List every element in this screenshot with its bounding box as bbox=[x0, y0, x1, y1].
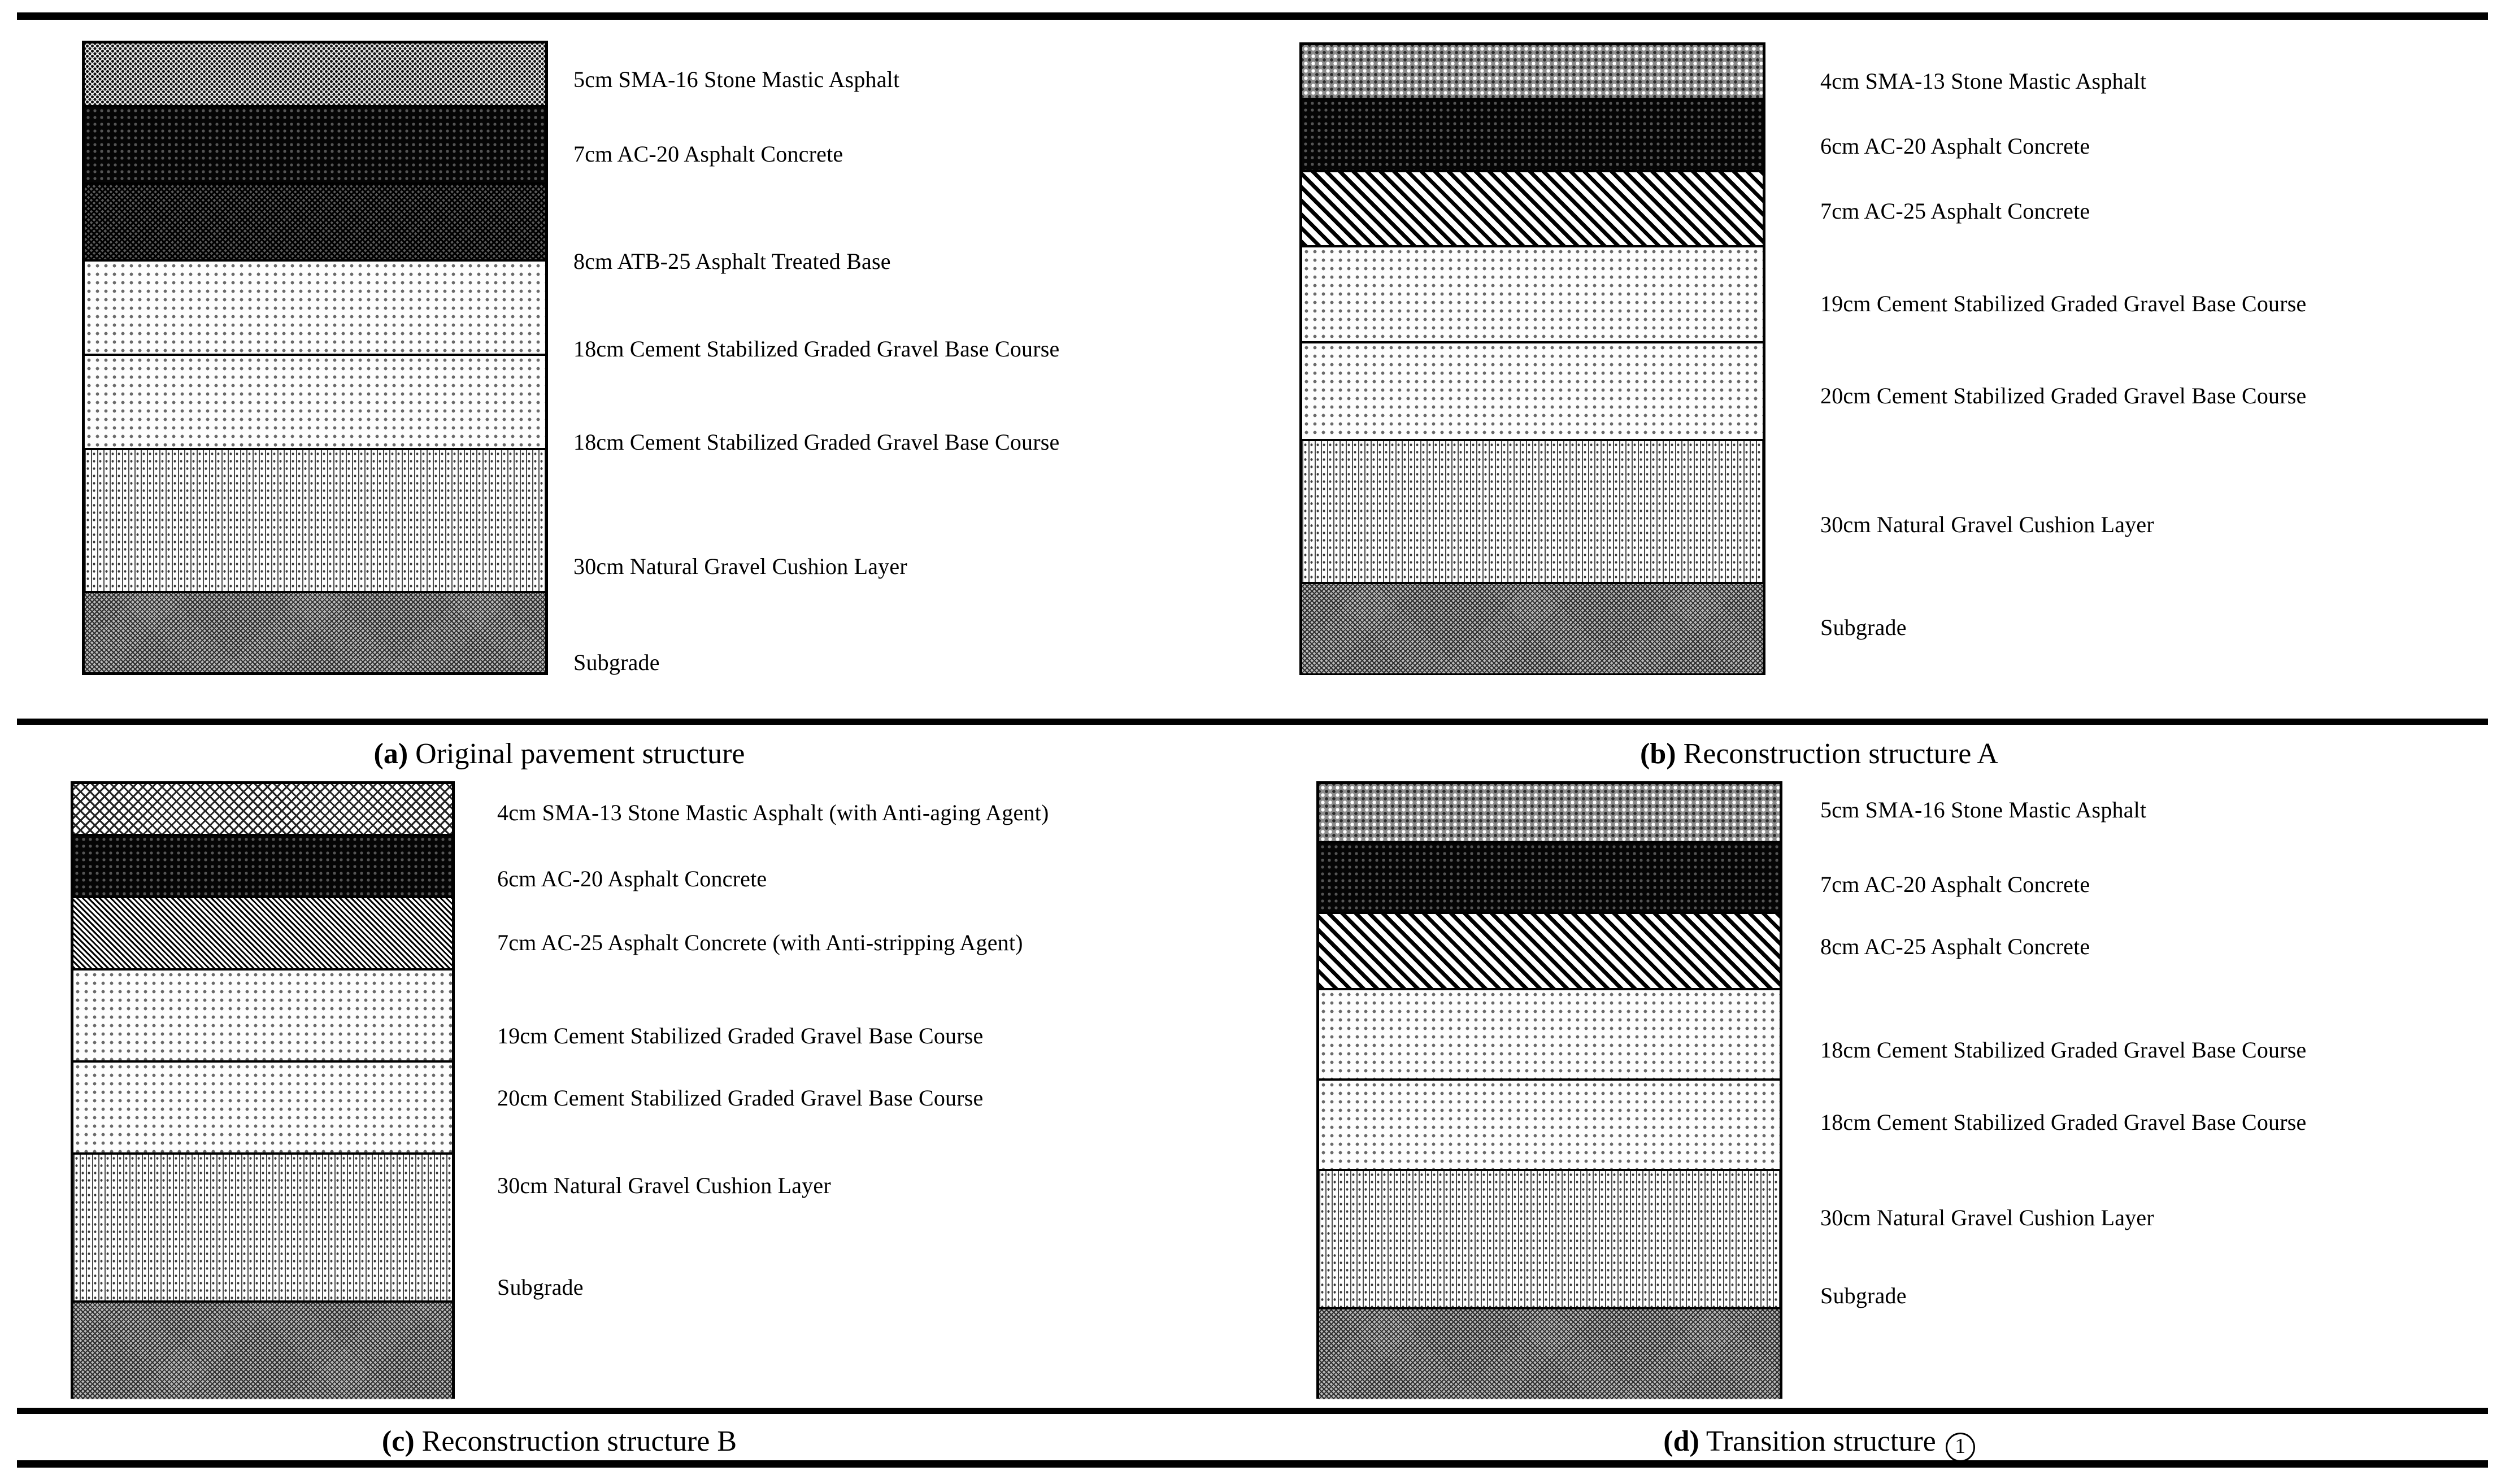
label-c-0: 4cm SMA-13 Stone Mastic Asphalt (with An… bbox=[497, 800, 1049, 825]
panel-a-stack bbox=[82, 41, 548, 675]
label-b-3: 19cm Cement Stabilized Graded Gravel Bas… bbox=[1820, 291, 2307, 316]
label-c-5: 30cm Natural Gravel Cushion Layer bbox=[497, 1173, 831, 1198]
layer-b-6 bbox=[1302, 584, 1763, 673]
label-b-6: Subgrade bbox=[1820, 615, 1907, 640]
layer-c-4 bbox=[73, 1063, 452, 1155]
layer-d-6 bbox=[1319, 1309, 1780, 1399]
label-c-6: Subgrade bbox=[497, 1274, 584, 1300]
layer-a-3 bbox=[85, 262, 545, 356]
layer-b-5 bbox=[1302, 441, 1763, 584]
label-d-5: 30cm Natural Gravel Cushion Layer bbox=[1820, 1205, 2154, 1230]
label-a-0: 5cm SMA-16 Stone Mastic Asphalt bbox=[573, 67, 900, 92]
caption-b: (b) Reconstruction structure A bbox=[1316, 737, 2322, 771]
label-d-0: 5cm SMA-16 Stone Mastic Asphalt bbox=[1820, 797, 2147, 822]
label-d-1: 7cm AC-20 Asphalt Concrete bbox=[1820, 872, 2090, 897]
layer-b-3 bbox=[1302, 247, 1763, 343]
layer-b-1 bbox=[1302, 100, 1763, 172]
label-a-2: 8cm ATB-25 Asphalt Treated Base bbox=[573, 249, 891, 274]
layer-b-4 bbox=[1302, 343, 1763, 441]
layer-c-2 bbox=[73, 898, 452, 971]
layer-b-0 bbox=[1302, 45, 1763, 100]
label-b-4: 20cm Cement Stabilized Graded Gravel Bas… bbox=[1820, 383, 2307, 408]
caption-a-text: Original pavement structure bbox=[415, 738, 745, 770]
label-c-2: 7cm AC-25 Asphalt Concrete (with Anti-st… bbox=[497, 930, 1023, 955]
layer-d-4 bbox=[1319, 1081, 1780, 1171]
panel-d-labels: 5cm SMA-16 Stone Mastic Asphalt 7cm AC-2… bbox=[1820, 781, 2493, 1399]
caption-c-tag: (c) bbox=[381, 1425, 415, 1457]
caption-d: (d) Transition structure 1 bbox=[1316, 1425, 2322, 1462]
label-d-4: 18cm Cement Stabilized Graded Gravel Bas… bbox=[1820, 1109, 2307, 1135]
layer-d-1 bbox=[1319, 843, 1780, 914]
layer-d-2 bbox=[1319, 914, 1780, 990]
panel-d-stack bbox=[1316, 781, 1782, 1399]
label-c-3: 19cm Cement Stabilized Graded Gravel Bas… bbox=[497, 1023, 984, 1048]
caption-d-circled-number: 1 bbox=[1945, 1433, 1975, 1462]
label-a-4: 18cm Cement Stabilized Graded Gravel Bas… bbox=[573, 429, 1060, 455]
caption-b-tag: (b) bbox=[1640, 738, 1676, 770]
label-a-5: 30cm Natural Gravel Cushion Layer bbox=[573, 554, 907, 579]
label-b-5: 30cm Natural Gravel Cushion Layer bbox=[1820, 512, 2154, 537]
layer-a-2 bbox=[85, 185, 545, 262]
label-a-1: 7cm AC-20 Asphalt Concrete bbox=[573, 141, 843, 167]
caption-d-tag: (d) bbox=[1663, 1425, 1699, 1457]
layer-a-4 bbox=[85, 356, 545, 450]
layer-a-5 bbox=[85, 450, 545, 593]
label-b-2: 7cm AC-25 Asphalt Concrete bbox=[1820, 198, 2090, 224]
layer-d-3 bbox=[1319, 990, 1780, 1081]
caption-c: (c) Reconstruction structure B bbox=[102, 1425, 1017, 1458]
panel-b-labels: 4cm SMA-13 Stone Mastic Asphalt 6cm AC-2… bbox=[1820, 42, 2487, 675]
layer-c-0 bbox=[73, 784, 452, 836]
caption-d-text: Transition structure bbox=[1706, 1425, 1936, 1457]
layer-c-1 bbox=[73, 836, 452, 898]
panel-c-stack bbox=[71, 781, 455, 1399]
caption-a: (a) Original pavement structure bbox=[102, 737, 1017, 771]
figure-end-rule bbox=[17, 1460, 2488, 1468]
panel-b-stack bbox=[1299, 42, 1765, 675]
bottom-rule bbox=[17, 1408, 2488, 1414]
caption-a-tag: (a) bbox=[373, 738, 408, 770]
label-c-1: 6cm AC-20 Asphalt Concrete bbox=[497, 866, 767, 891]
layer-d-0 bbox=[1319, 784, 1780, 843]
layer-a-1 bbox=[85, 107, 545, 185]
top-rule bbox=[17, 12, 2488, 20]
panel-a-labels: 5cm SMA-16 Stone Mastic Asphalt 7cm AC-2… bbox=[573, 41, 1229, 675]
label-a-6: Subgrade bbox=[573, 650, 660, 675]
label-a-3: 18cm Cement Stabilized Graded Gravel Bas… bbox=[573, 336, 1060, 362]
label-d-2: 8cm AC-25 Asphalt Concrete bbox=[1820, 934, 2090, 959]
layer-c-3 bbox=[73, 971, 452, 1063]
label-b-0: 4cm SMA-13 Stone Mastic Asphalt bbox=[1820, 68, 2147, 94]
panel-c-labels: 4cm SMA-13 Stone Mastic Asphalt (with An… bbox=[497, 781, 1288, 1399]
label-d-6: Subgrade bbox=[1820, 1283, 1907, 1308]
label-c-4: 20cm Cement Stabilized Graded Gravel Bas… bbox=[497, 1085, 984, 1111]
label-d-3: 18cm Cement Stabilized Graded Gravel Bas… bbox=[1820, 1037, 2307, 1063]
layer-a-6 bbox=[85, 593, 545, 672]
layer-c-5 bbox=[73, 1155, 452, 1303]
mid-rule bbox=[17, 719, 2488, 725]
label-b-1: 6cm AC-20 Asphalt Concrete bbox=[1820, 133, 2090, 159]
layer-a-0 bbox=[85, 43, 545, 107]
caption-c-text: Reconstruction structure B bbox=[421, 1425, 737, 1457]
layer-d-5 bbox=[1319, 1171, 1780, 1309]
layer-c-6 bbox=[73, 1303, 452, 1399]
caption-b-text: Reconstruction structure A bbox=[1683, 738, 1998, 770]
layer-b-2 bbox=[1302, 172, 1763, 247]
